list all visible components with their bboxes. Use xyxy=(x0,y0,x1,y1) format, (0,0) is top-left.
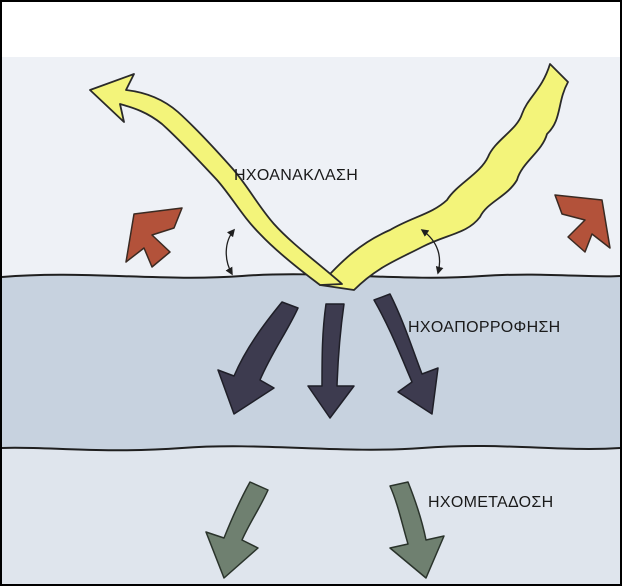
absorbing-layer xyxy=(2,274,620,450)
absorption-label: ΗΧΟΑΠΟΡΡΟΦΗΣΗ xyxy=(408,319,561,336)
lower-layer xyxy=(2,446,620,584)
transmission-label: ΗΧΟΜΕΤΑΔΟΣΗ xyxy=(428,494,553,511)
reflection-label: ΗΧΟΑΝΑΚΛΑΣΗ xyxy=(234,167,358,184)
